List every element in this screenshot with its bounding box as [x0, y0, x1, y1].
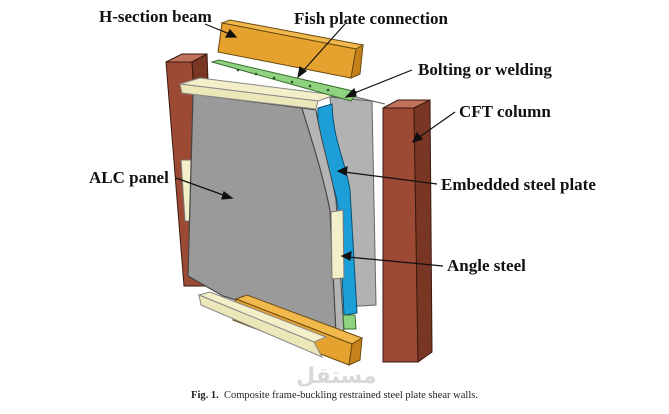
watermark-logo: مستقل [296, 364, 377, 389]
angle-steel-top-front [179, 83, 319, 110]
label-angle-steel: Angle steel [447, 256, 526, 275]
arrow-alc-panel [175, 177, 227, 197]
caption-text: Composite frame-buckling restrained stee… [224, 390, 478, 401]
arrow-bolting [351, 69, 413, 95]
label-cft-column: CFT column [459, 102, 551, 121]
arrow-cft-column [417, 111, 456, 139]
label-bolting-or-welding: Bolting or welding [418, 60, 552, 79]
h-section-beam-top [217, 19, 365, 79]
arrow-angle-steel [347, 256, 444, 267]
label-fish-plate-connection: Fish plate connection [294, 9, 448, 28]
label-h-section-beam: H-section beam [99, 7, 212, 26]
leader-arrows [175, 23, 456, 267]
fish-plate-bottom [342, 314, 357, 330]
figure-caption: Fig. 1. Composite frame-buckling restrai… [0, 390, 669, 402]
arrow-embedded-plate [343, 171, 438, 185]
angle-steel-bottom [197, 291, 328, 359]
caption-prefix: Fig. 1. [191, 390, 219, 401]
angle-steel-right [330, 209, 345, 280]
arrow-fish-plate [301, 23, 346, 73]
cft-column-right [382, 99, 433, 363]
fish-plate-bolts [236, 68, 330, 92]
label-alc-panel: ALC panel [89, 168, 169, 187]
label-embedded-steel-plate: Embedded steel plate [441, 175, 596, 194]
